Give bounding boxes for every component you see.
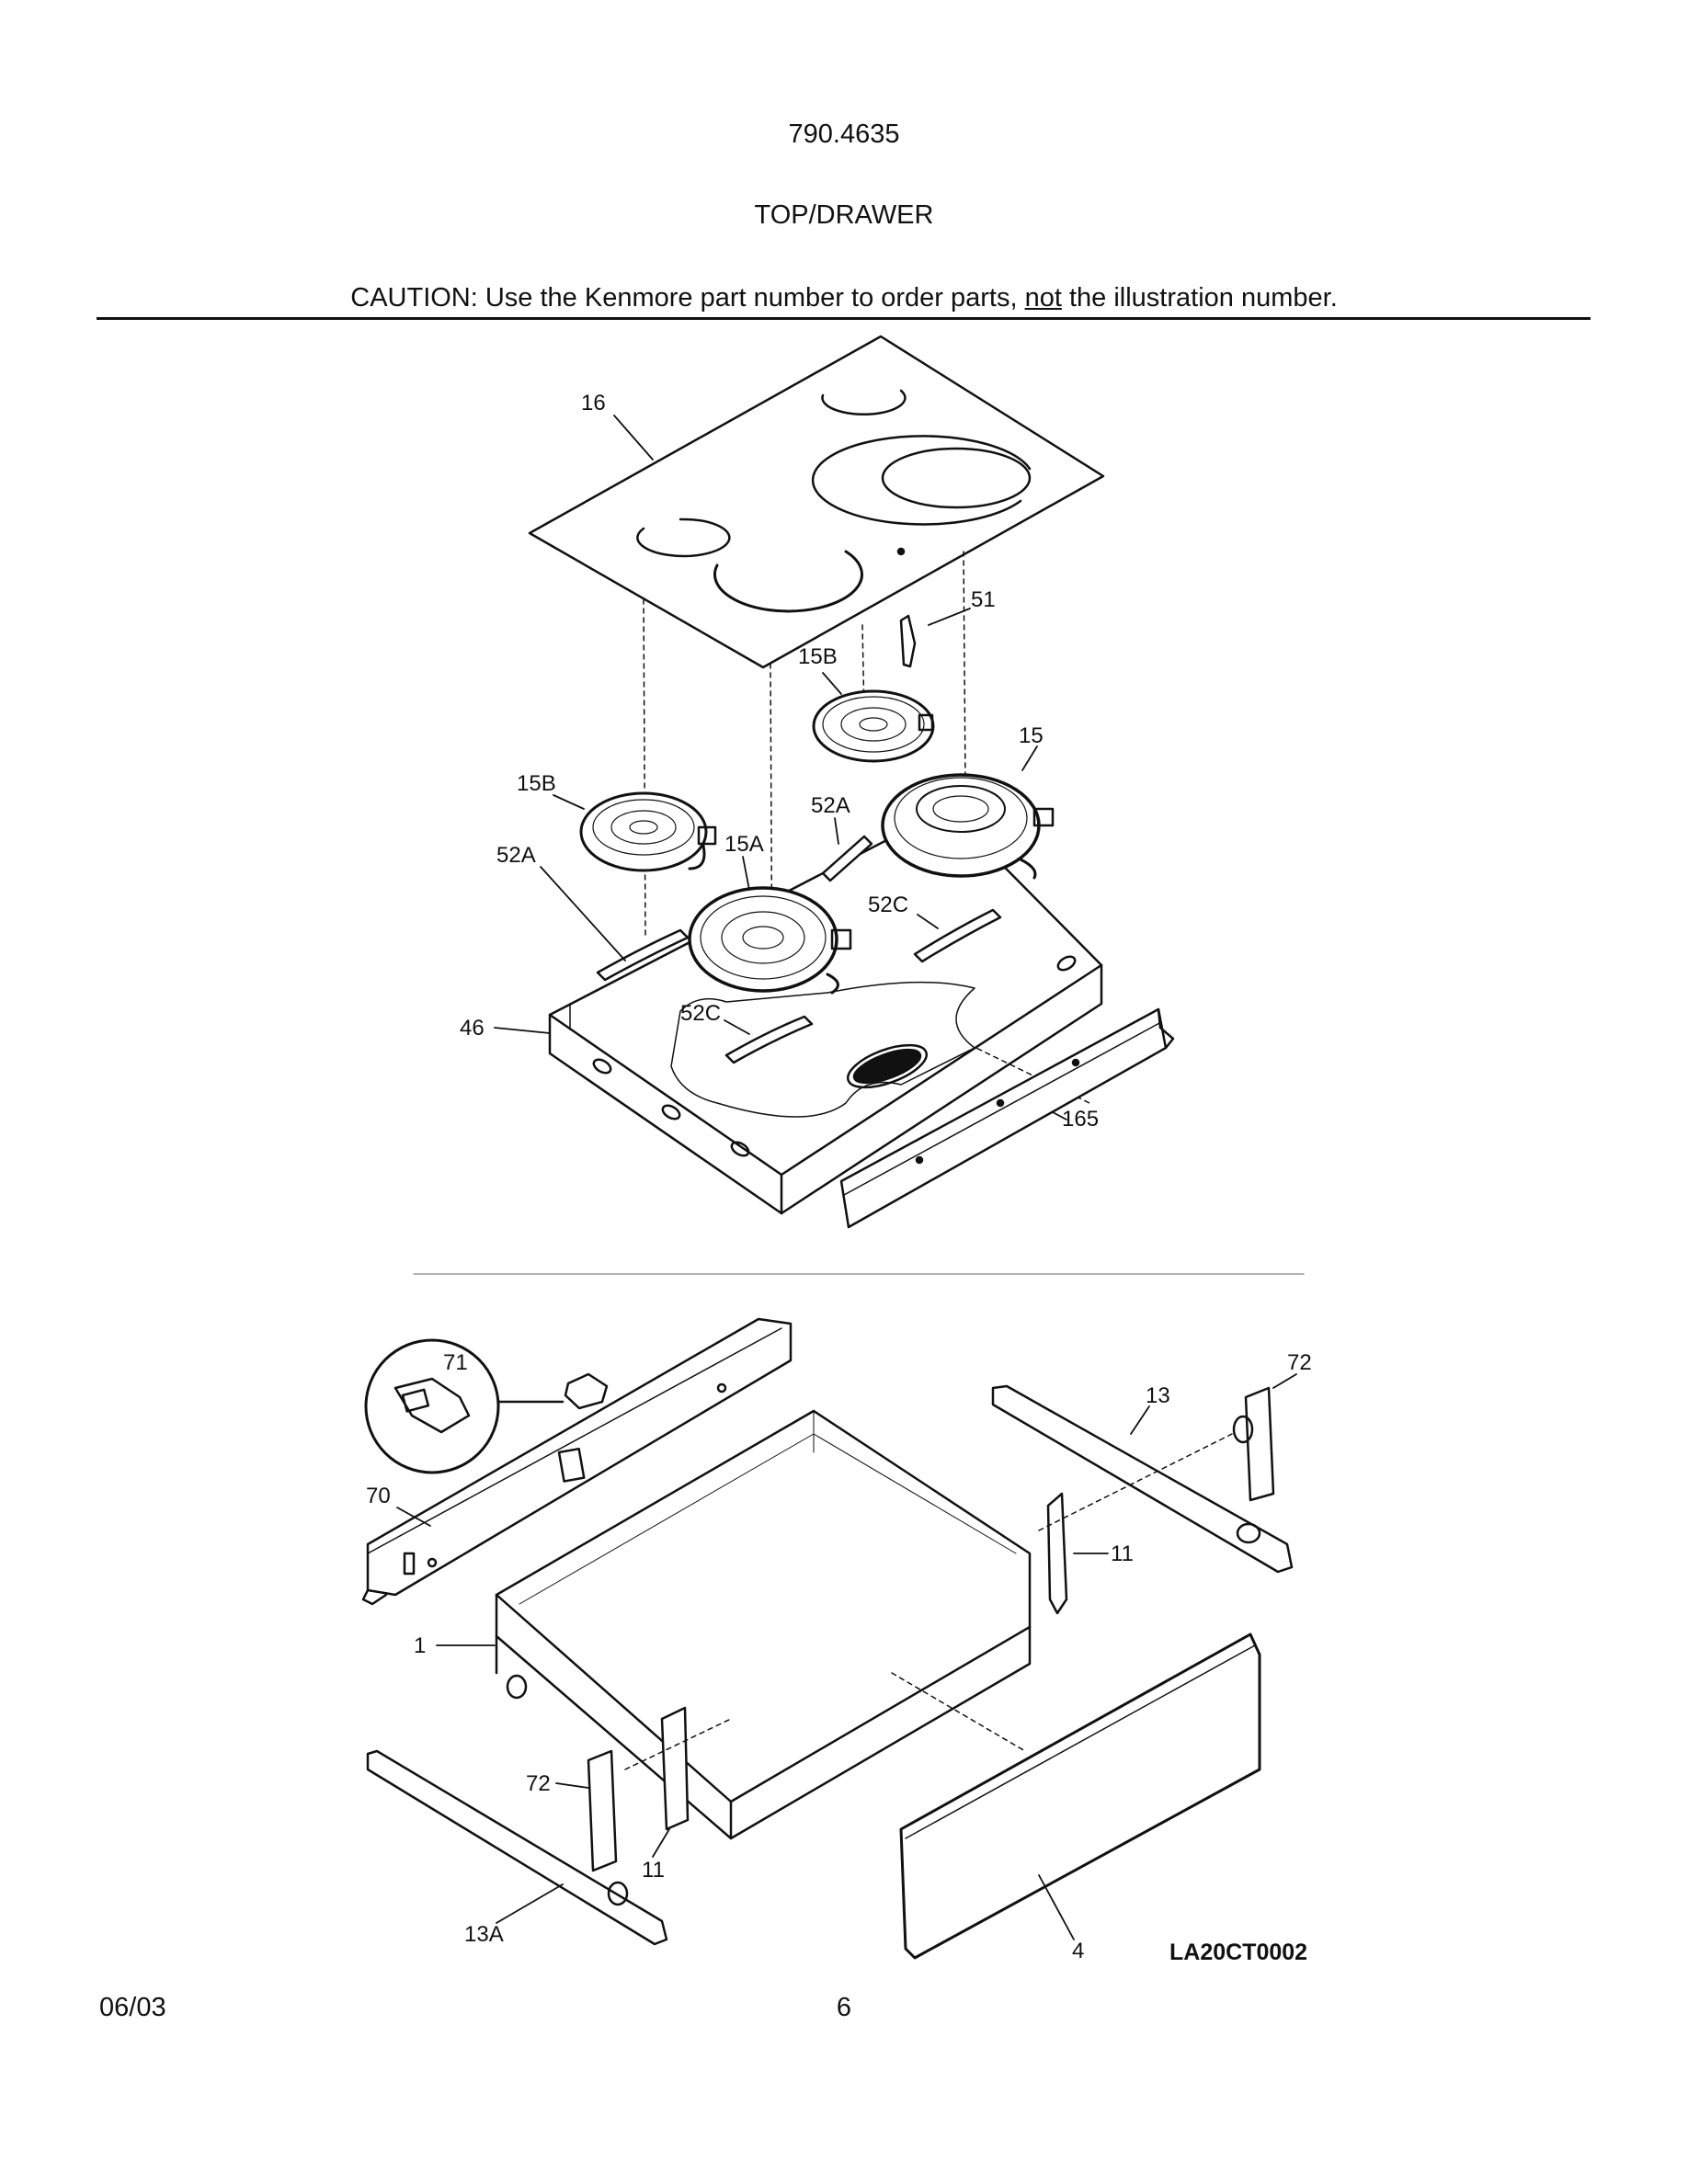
element-15A (688, 886, 852, 995)
drawer-body-1 (495, 1409, 1032, 1840)
bracket-72-top (1232, 1386, 1275, 1502)
caution-prefix: CAUTION: Use the Kenmore part number to … (350, 283, 1025, 313)
strap-52C-right (913, 908, 1002, 963)
burner-box (548, 807, 1103, 1215)
cooktop-glass (528, 335, 1105, 669)
callout-70: 70 (366, 1484, 391, 1508)
callout-72-top: 72 (1287, 1350, 1312, 1375)
strap-52A-right (821, 835, 873, 882)
element-15B-left (579, 791, 717, 872)
element-15 (881, 773, 1055, 880)
callout-1: 1 (414, 1633, 426, 1658)
caution-suffix: the illustration number. (1061, 283, 1338, 313)
strap-52A-left (596, 928, 690, 982)
callout-4: 4 (1072, 1939, 1084, 1963)
callout-72-bottom: 72 (526, 1771, 551, 1796)
footer-date: 06/03 (99, 1993, 166, 2022)
callout-51: 51 (971, 587, 996, 612)
bracket-72-bottom (587, 1749, 618, 1872)
drawer-front-4 (899, 1632, 1261, 1960)
sensor-part (899, 614, 917, 668)
caution-not: not (1024, 283, 1062, 313)
callout-52C-left: 52C (680, 1001, 721, 1026)
callout-11-right: 11 (1111, 1541, 1134, 1566)
callout-52A-right: 52A (811, 793, 850, 818)
callout-16: 16 (581, 391, 606, 415)
detail-circle-71 (364, 1338, 565, 1474)
drawing-code: LA20CT0002 (1169, 1939, 1307, 1965)
callout-15A: 15A (724, 832, 764, 857)
callout-46: 46 (460, 1016, 485, 1041)
callout-11-bottom: 11 (642, 1858, 665, 1883)
callout-15: 15 (1019, 723, 1044, 748)
model-number: 790.4635 (788, 119, 900, 149)
callout-52C-right: 52C (868, 893, 908, 917)
slide-13A (366, 1749, 668, 1946)
section-title: TOP/DRAWER (754, 200, 934, 230)
strap-52C-left (724, 1015, 814, 1064)
callout-165: 165 (1062, 1107, 1099, 1132)
element-15B-top (812, 689, 935, 763)
caution-note: CAUTION: Use the Kenmore part number to … (0, 283, 1688, 313)
bracket-11-right (1046, 1492, 1068, 1615)
callout-13A: 13A (464, 1922, 504, 1947)
clip-71 (564, 1372, 609, 1410)
callout-15B-left: 15B (517, 771, 556, 796)
page-number: 6 (836, 1993, 852, 2022)
header-rule (97, 317, 1591, 320)
callout-15B-top: 15B (798, 644, 838, 669)
rear-rail-165 (839, 1007, 1175, 1229)
callout-13: 13 (1146, 1383, 1170, 1408)
bracket-11-bottom (660, 1706, 690, 1831)
front-rail-70 (361, 1317, 793, 1606)
callout-71: 71 (443, 1350, 468, 1375)
callout-52A-left: 52A (496, 843, 536, 868)
